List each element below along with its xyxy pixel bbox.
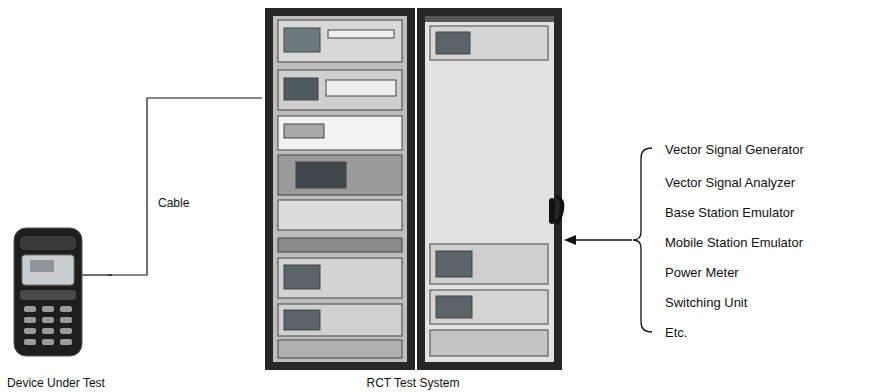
equipment-item: Switching Unit	[665, 295, 747, 311]
test-system-rack: RCT Test System	[262, 4, 564, 390]
equipment-item: Etc.	[665, 325, 687, 341]
edge-label: Cable	[156, 196, 191, 210]
rack-illustration	[265, 8, 562, 370]
node-label: RCT Test System	[262, 376, 564, 390]
cable-line	[108, 98, 262, 275]
pointer-arrow	[564, 235, 632, 245]
brace-bracket	[633, 148, 652, 332]
device-under-test: Device Under Test	[4, 222, 108, 390]
phone-illustration	[14, 228, 112, 356]
equipment-item: Power Meter	[665, 265, 739, 281]
node-label: Device Under Test	[4, 376, 108, 390]
equipment-item: Vector Signal Analyzer	[665, 175, 795, 191]
equipment-item: Vector Signal Generator	[665, 142, 804, 158]
equipment-item: Base Station Emulator	[665, 205, 794, 221]
equipment-item: Mobile Station Emulator	[665, 235, 803, 251]
